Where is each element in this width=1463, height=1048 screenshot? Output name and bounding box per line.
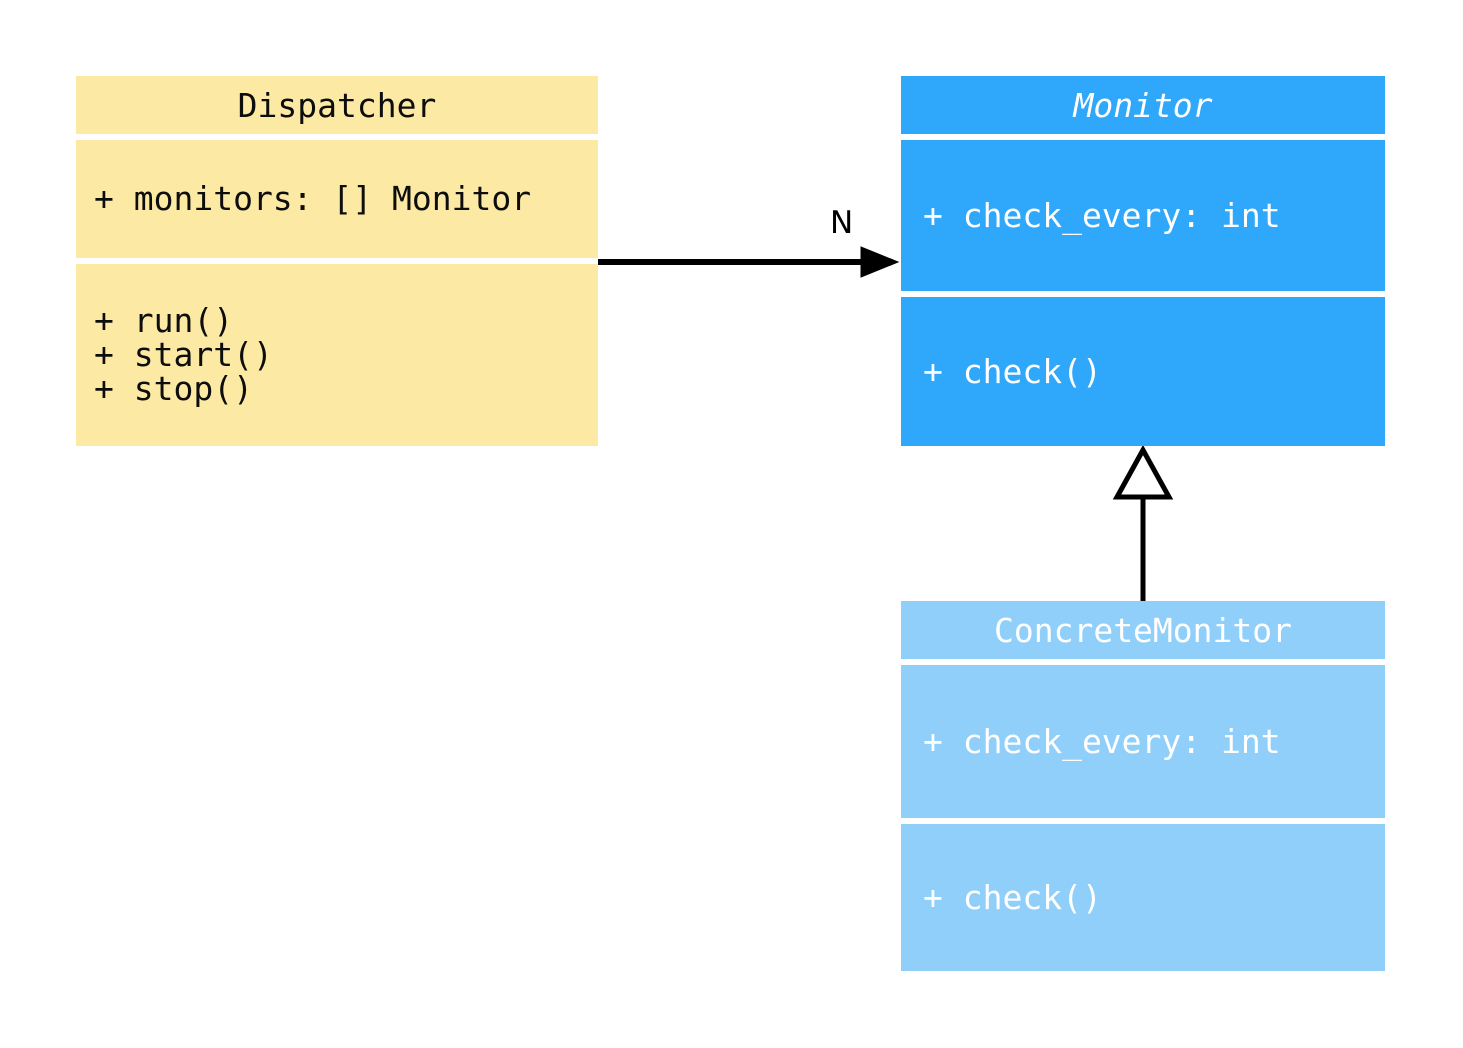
class-concrete-monitor-methods: + check() [901,824,1385,971]
class-dispatcher-attributes: + monitors: [] Monitor [76,140,598,258]
class-concrete-monitor: ConcreteMonitor + check_every: int + che… [901,601,1385,971]
generalization-arrow [1112,444,1174,601]
attribute: + monitors: [] Monitor [94,179,532,218]
class-monitor: Monitor + check_every: int + check() [901,76,1385,446]
association-arrow [598,246,900,278]
class-monitor-methods: + check() [901,297,1385,446]
class-concrete-monitor-title: ConcreteMonitor [901,601,1385,659]
class-monitor-title: Monitor [901,76,1385,134]
class-concrete-monitor-attributes: + check_every: int [901,665,1385,818]
association-multiplicity-label: N [830,205,854,241]
method: + stop() [94,369,253,408]
method: + check() [923,351,1102,391]
method: + run() [94,301,234,340]
attribute: + check_every: int [923,195,1281,235]
attribute: + check_every: int [923,721,1281,761]
class-dispatcher-title: Dispatcher [76,76,598,134]
class-dispatcher-methods: + run() + start() + stop() [76,264,598,446]
class-dispatcher: Dispatcher + monitors: [] Monitor + run(… [76,76,598,446]
class-monitor-attributes: + check_every: int [901,140,1385,291]
method: + start() [94,335,273,374]
method: + check() [923,877,1102,917]
